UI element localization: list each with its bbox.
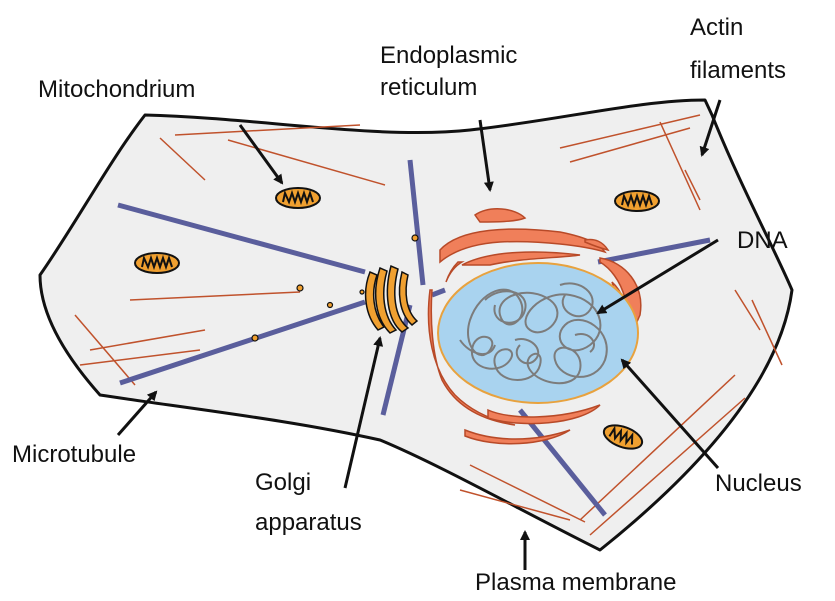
er-label-line1: Endoplasmic bbox=[380, 42, 517, 69]
plasma-membrane-label: Plasma membrane bbox=[475, 569, 676, 596]
actin-label-line2: filaments bbox=[690, 57, 786, 84]
er-label-line2: reticulum bbox=[380, 74, 477, 101]
mitochondrion bbox=[615, 191, 659, 211]
actin-label-line1: Actin bbox=[690, 14, 743, 41]
dna-label: DNA bbox=[737, 227, 788, 254]
microtubule-label: Microtubule bbox=[12, 441, 136, 468]
mitochondrion bbox=[276, 188, 320, 208]
mitochondrium-label: Mitochondrium bbox=[38, 76, 195, 103]
golgi-label-line2: apparatus bbox=[255, 509, 362, 536]
plasma-membrane bbox=[40, 100, 792, 550]
mitochondrion bbox=[135, 253, 179, 273]
nucleus-label: Nucleus bbox=[715, 470, 802, 497]
golgi-label-line1: Golgi bbox=[255, 469, 311, 496]
